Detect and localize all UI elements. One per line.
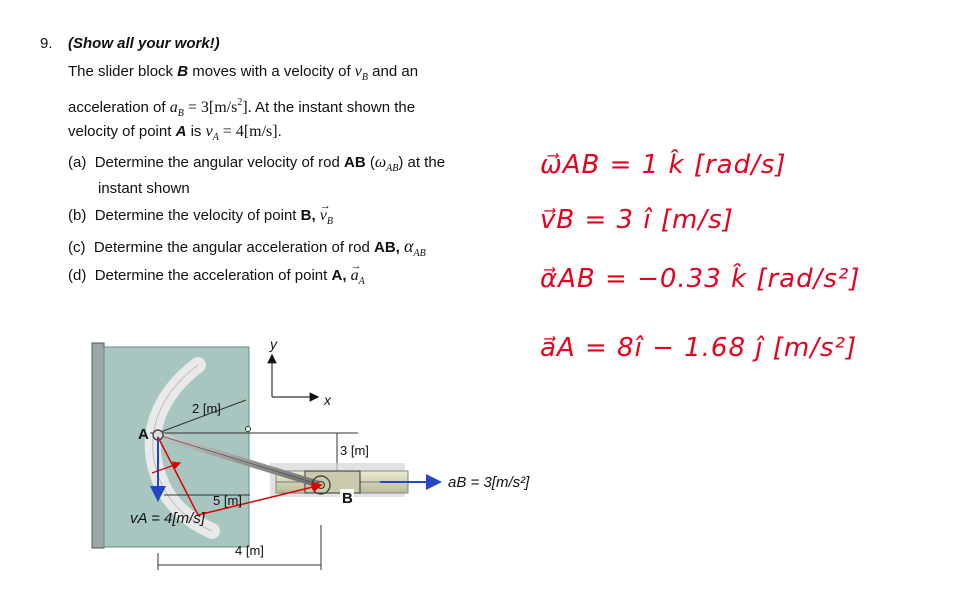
vb-symbol: v	[354, 63, 362, 80]
alpha-symbol: α	[404, 236, 414, 256]
mechanism-figure: 2 [m] y x 3 [m] A B aB = 3[m/s²] vA = 4[…	[91, 336, 530, 570]
answer-aa: a⃗A = 8î − 1.68 ĵ [m/s²]	[540, 333, 858, 363]
part-a-cont: instant shown	[98, 180, 190, 197]
ab-label: aB = 3[m/s²]	[448, 474, 530, 491]
part-label: (d)	[68, 267, 87, 284]
problem-number: 9.	[40, 35, 53, 52]
problem-line-1: The slider block B moves with a velocity…	[68, 62, 418, 88]
aa-vector-subscript: A	[358, 276, 365, 287]
reference-dot	[245, 426, 251, 432]
y-axis-label: y	[269, 336, 278, 352]
alpha-subscript: AB	[413, 248, 426, 259]
text: acceleration of	[68, 99, 170, 116]
red-line	[151, 461, 182, 474]
text: velocity of point	[68, 123, 176, 140]
text: is	[186, 123, 206, 140]
ab-symbol: a	[169, 99, 178, 116]
point-ref: B,	[300, 207, 316, 224]
part-label: (b)	[68, 207, 87, 224]
answer-omega: ω⃗AB = 1 k̂ [rad/s]	[540, 150, 787, 180]
va-label: vA = 4[m/s]	[130, 510, 206, 527]
va-subscript: A	[212, 132, 219, 143]
part-c: (c) Determine the angular acceleration o…	[68, 236, 426, 264]
text: Determine the acceleration of point	[94, 267, 332, 284]
text: and an	[368, 63, 419, 80]
part-label: (c)	[68, 239, 86, 256]
omega-subscript: AB	[386, 163, 399, 174]
red-line	[157, 436, 199, 516]
text: moves with a velocity of	[188, 63, 355, 80]
part-a: (a) Determine the angular velocity of ro…	[68, 153, 445, 179]
point-ref: A,	[331, 267, 347, 284]
x-axis-label: x	[323, 392, 332, 408]
problem-line-3: velocity of point A is vA = 4[m/s].	[68, 122, 282, 148]
text: At the instant shown the	[251, 99, 416, 116]
radius-line	[157, 399, 247, 434]
answer-vb: v⃗B = 3 î [m/s]	[540, 205, 734, 235]
aa-vector-symbol: →a	[350, 260, 362, 284]
ab-value: = 3[m/s	[183, 99, 238, 116]
va-symbol: v	[205, 123, 213, 140]
text: (	[365, 154, 375, 171]
vb-vector-letter: v	[319, 207, 327, 224]
dim-5m-label: 5 [m]	[213, 493, 242, 508]
rod-ref: AB,	[374, 239, 400, 256]
point-a-ref: A	[175, 123, 187, 140]
text: Determine the velocity of point	[94, 207, 301, 224]
point-b-ref: B	[177, 63, 189, 80]
text: The slider block	[68, 63, 178, 80]
answer-alpha: α⃗AB = −0.33 k̂ [rad/s²]	[540, 264, 861, 294]
aa-vector-letter: a	[350, 267, 359, 284]
part-b: (b) Determine the velocity of point B, →…	[68, 200, 334, 232]
text: Determine the angular velocity of rod	[94, 154, 344, 171]
radius-label: 2 [m]	[192, 401, 221, 416]
va-value: = 4[m/s]	[218, 123, 278, 140]
vb-vector-symbol: →v	[319, 200, 331, 224]
ab-subscript: B	[177, 108, 184, 119]
vb-vector-subscript: B	[326, 216, 334, 227]
text: ) at the	[398, 154, 446, 171]
ab-close: ].	[242, 99, 252, 116]
omega-symbol: ω	[374, 154, 387, 171]
part-d: (d) Determine the acceleration of point …	[68, 260, 365, 292]
text: Determine the angular acceleration of ro…	[93, 239, 375, 256]
dim-4m-label: 4 [m]	[235, 543, 264, 558]
part-label: (a)	[68, 154, 87, 171]
text: .	[277, 123, 282, 140]
point-a-label: A	[138, 426, 149, 443]
squared: 2	[237, 97, 243, 108]
dim-3m-label: 3 [m]	[340, 443, 369, 458]
rod-ref: AB	[343, 154, 366, 171]
problem-line-2: acceleration of aB = 3[m/s2]. At the ins…	[68, 93, 415, 124]
point-b-label: B	[342, 490, 353, 507]
instruction-text: (Show all your work!)	[68, 35, 220, 52]
red-line	[197, 482, 323, 516]
instruction: (Show all your work!)	[68, 34, 220, 54]
wall	[91, 342, 105, 549]
vb-subscript: B	[361, 72, 369, 83]
